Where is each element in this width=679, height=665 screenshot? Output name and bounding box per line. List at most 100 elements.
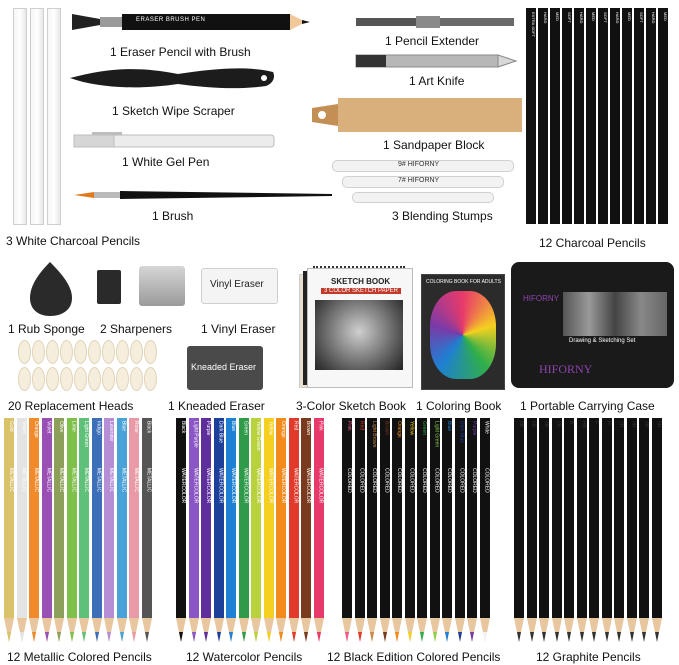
- pencil-type-word: [639, 468, 649, 528]
- art-knife: [355, 54, 518, 68]
- replacement-head: [32, 367, 45, 391]
- pencil-type-word: WATERCOLOR: [205, 468, 211, 504]
- pencil-name: Orange: [280, 421, 286, 438]
- charcoal-grade: SOFT: [603, 12, 608, 23]
- pencil-name: 8B: [518, 421, 524, 428]
- pencil-type-word: [527, 468, 537, 528]
- pencil-tip: [367, 618, 377, 642]
- pencil-tip: [479, 618, 490, 642]
- pencil-type-word: COLORED: [346, 468, 352, 493]
- replacement-head: [32, 340, 45, 364]
- replacement-head: [60, 367, 73, 391]
- pencil-type-word: METALLIC: [70, 468, 77, 493]
- pencil-name: Blue: [120, 421, 127, 432]
- case-brand-bottom: HIFORNY: [539, 362, 593, 376]
- pencil-name: Brown: [305, 421, 311, 436]
- label-brush: 1 Brush: [152, 209, 194, 223]
- eraser-pencil-with-brush: [72, 14, 310, 30]
- pencil-name: Black: [145, 421, 152, 434]
- pencil-type-word: METALLIC: [33, 468, 39, 493]
- pencil-tip: [429, 618, 440, 642]
- pencil-type-word: METALLIC: [95, 468, 102, 493]
- pencil-type-word: [602, 468, 612, 528]
- pencil-tip: [54, 618, 64, 642]
- pencil-name: Gold: [8, 421, 14, 432]
- charcoal-pencil: MED: [550, 8, 560, 224]
- pencil-tip: [226, 618, 236, 642]
- replacement-head: [102, 367, 115, 391]
- pencil-tip: [263, 618, 274, 642]
- sketch-book-art: [315, 300, 403, 370]
- pencil-tip: [576, 618, 587, 642]
- stump-label-7: 7# HIFORNY: [398, 177, 440, 184]
- pencil: 2H: [614, 418, 624, 618]
- blending-stump: [332, 160, 514, 172]
- pencil-type-word: METALLIC: [58, 468, 64, 493]
- charcoal-grade: MED: [591, 12, 596, 21]
- pencil-type-word: [552, 468, 562, 528]
- pencil-name: F: [593, 421, 599, 425]
- pencil-name: Red: [292, 421, 299, 431]
- charcoal-grade: HARD: [579, 12, 584, 24]
- pencil-name: 6B: [530, 421, 537, 428]
- label-art-knife: 1 Art Knife: [409, 74, 465, 88]
- pencil-tip: [639, 618, 649, 642]
- sketch-wipe-scraper: [70, 68, 275, 89]
- pencil-name: Lime: [70, 421, 77, 432]
- sketch-book-title: SKETCH BOOK: [331, 277, 391, 286]
- sketch-book-spiral: [313, 266, 405, 272]
- pencil-name: Rose: [133, 421, 139, 433]
- charcoal-pencil: HARD: [610, 8, 620, 224]
- pencil-tip: [66, 618, 77, 642]
- pencil-type-word: WATERCOLOR: [217, 468, 224, 504]
- pencil-tip: [188, 618, 199, 642]
- case-title: Drawing & Sketching Set: [569, 338, 636, 344]
- pencil-type-word: COLORED: [483, 468, 490, 493]
- replacement-head: [116, 367, 129, 391]
- pencil-type-word: WATERCOLOR: [255, 468, 261, 504]
- brush: [74, 191, 332, 199]
- pencil-tip: [41, 618, 52, 642]
- pencil-name: Light Purple: [192, 421, 199, 448]
- charcoal-pencil: EXTRA SOFT: [526, 8, 536, 224]
- pencil-name: 4H: [643, 421, 649, 428]
- white-charcoal-pencil: [47, 8, 61, 225]
- pencil-type-word: COLORED: [446, 468, 452, 493]
- case-brand: HIFORNY: [523, 294, 559, 303]
- replacement-head: [130, 340, 143, 364]
- pencil-tip: [467, 618, 477, 642]
- pencil-tip: [238, 618, 249, 642]
- pencil-name: Olive: [58, 421, 64, 433]
- pencil-name: H: [605, 421, 612, 425]
- label-replacement-heads: 20 Replacement Heads: [8, 399, 134, 413]
- pencil-tip: [313, 618, 324, 642]
- pencil-type-word: [564, 468, 574, 528]
- pencil: 4H: [639, 418, 649, 618]
- replacement-head: [88, 340, 101, 364]
- pencil-name: Orange: [396, 421, 402, 438]
- replacement-head: [46, 340, 59, 364]
- pencil-tip: [589, 618, 599, 642]
- pencil-tip: [91, 618, 102, 642]
- charcoal-grade: HARD: [543, 12, 548, 24]
- label-blending-stumps: 3 Blending Stumps: [392, 209, 493, 223]
- label-gel-pen: 1 White Gel Pen: [122, 155, 210, 169]
- rub-sponge: [30, 262, 72, 316]
- blending-stumps: 9# HIFORNY 7# HIFORNY: [332, 160, 516, 204]
